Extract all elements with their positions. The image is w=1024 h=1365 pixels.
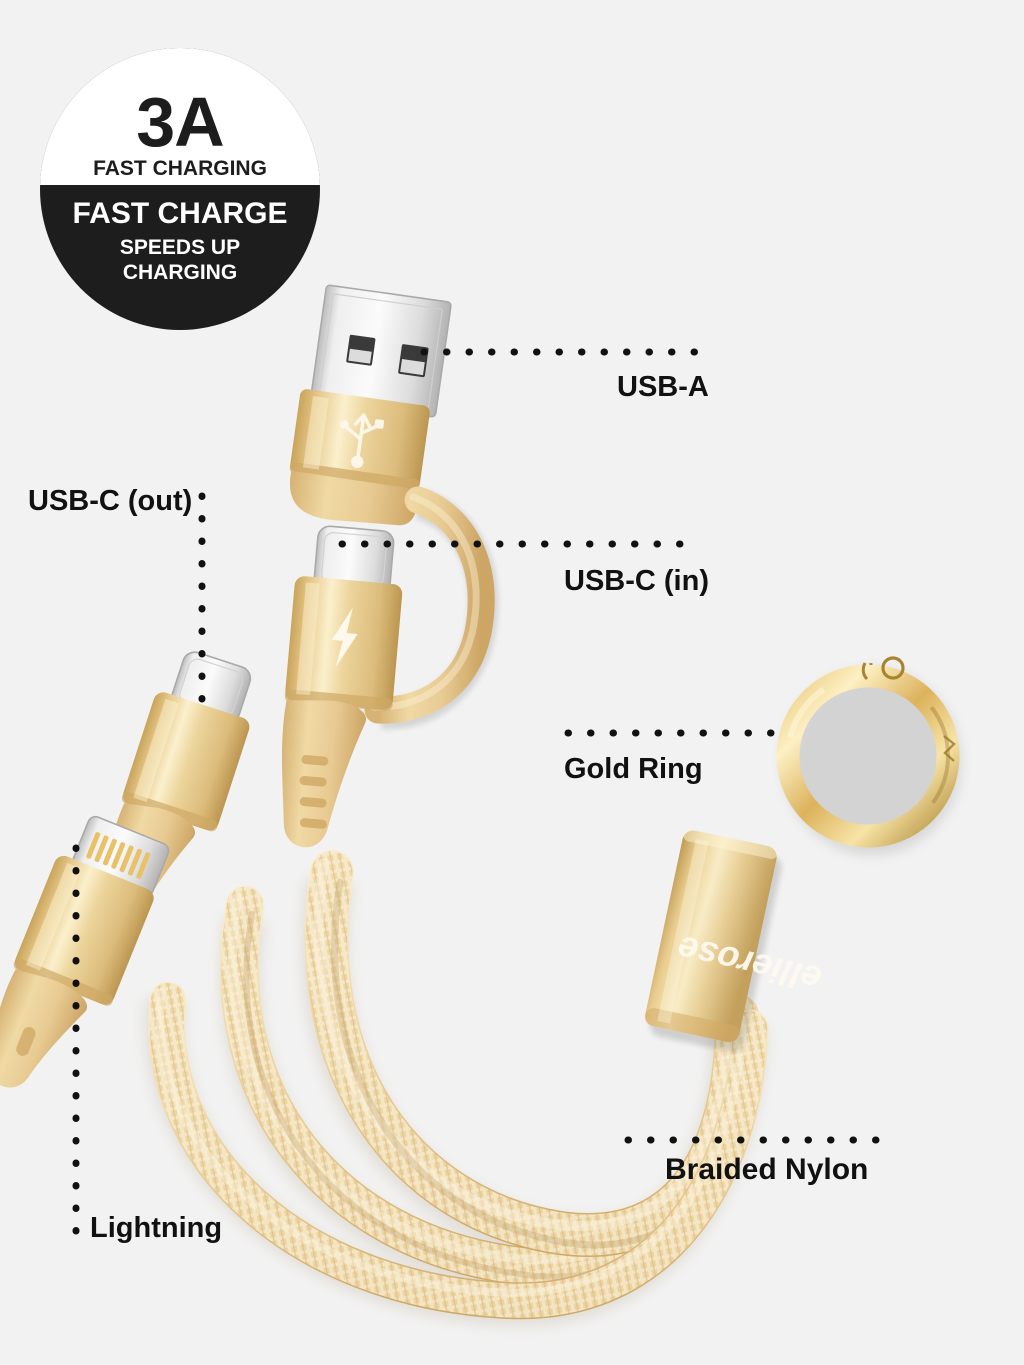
- badge-line3-text: SPEEDS UP: [119, 236, 241, 260]
- callout-label-usb-c-out: USB-C (out): [28, 485, 193, 517]
- grip-ribs: [299, 755, 329, 829]
- callout-label-lightning: Lightning: [90, 1212, 223, 1244]
- badge-upper-panel: 3A FAST CHARGING: [40, 48, 320, 185]
- gold-ring: [776, 656, 960, 854]
- callout-label-usb-c-in: USB-C (in): [564, 565, 709, 597]
- callout-label-usb-a: USB-A: [617, 371, 709, 403]
- callout-label-braided-nylon: Braided Nylon: [665, 1153, 869, 1186]
- badge-lower-panel: FAST CHARGE SPEEDS UP CHARGING: [40, 187, 320, 330]
- grip-slot: [16, 1027, 36, 1056]
- badge-line4-text: CHARGING: [122, 261, 238, 285]
- usb-trident-icon: [339, 413, 385, 469]
- callout-label-gold-ring: Gold Ring: [564, 753, 703, 785]
- adapter-loop-body: [364, 486, 495, 724]
- usb-c-out-connector: [104, 651, 252, 920]
- fast-charge-badge: 3A FAST CHARGING FAST CHARGE SPEEDS UP C…: [40, 48, 320, 330]
- brand-housing-body: [645, 830, 777, 1042]
- adapter-loop: [364, 486, 499, 730]
- gold-ring-rivet: [881, 656, 905, 680]
- usb-a-connector: [289, 284, 452, 526]
- badge-headline: FAST CHARGE: [72, 197, 288, 231]
- lightning-connector: [0, 815, 170, 1088]
- braided-nylon-cables: [144, 850, 769, 1326]
- badge-line3: SPEEDS UP CHARGING: [120, 236, 240, 286]
- lightning-pins: [86, 832, 151, 879]
- lightning-bolt-icon: [331, 607, 358, 668]
- badge-amperage: 3A: [136, 83, 224, 162]
- usb-c-in-connector: [282, 525, 403, 848]
- badge-subtitle: FAST CHARGING: [93, 156, 267, 180]
